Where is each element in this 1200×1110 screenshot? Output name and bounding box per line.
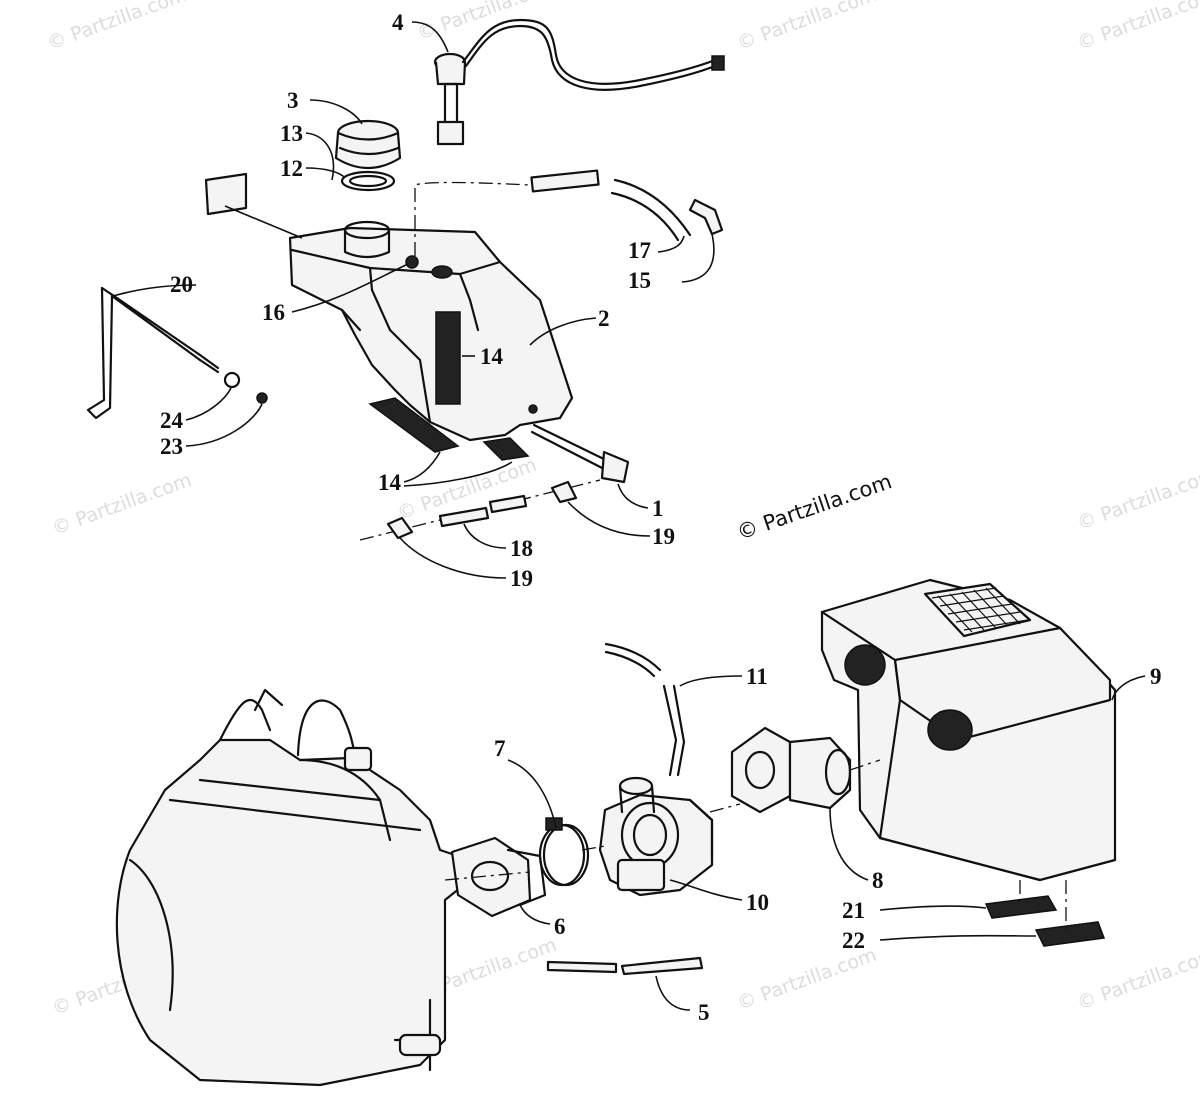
pad-centerline (1019, 880, 1067, 930)
clamp (550, 480, 578, 504)
vent-centerline (414, 181, 531, 256)
callout-1: 1 (652, 496, 664, 521)
callout-24: 24 (160, 408, 184, 433)
fuel-fitting (530, 423, 630, 484)
callout-19: 19 (510, 566, 533, 591)
mounting-pad (984, 895, 1058, 919)
decal (204, 172, 248, 216)
watermark: © Partzilla.com (44, 0, 189, 55)
fuel-gauge-sender (433, 18, 725, 146)
callout-17: 17 (628, 238, 651, 263)
fuel-line (488, 494, 528, 514)
callout-8: 8 (872, 868, 884, 893)
mounting-pad (1034, 921, 1106, 947)
callout-15: 15 (628, 268, 651, 293)
callout-labels: 1 2 3 4 5 6 7 8 9 10 11 12 13 14 14 15 1… (160, 10, 1162, 1025)
tank-strap (368, 397, 460, 453)
fuel-line (438, 506, 490, 528)
callout-2: 2 (598, 306, 610, 331)
callout-19: 19 (652, 524, 675, 549)
tank-label-strip (435, 311, 461, 405)
callout-12: 12 (280, 156, 303, 181)
hose-clamp (538, 817, 590, 887)
callout-13: 13 (280, 121, 303, 146)
clamp (386, 516, 414, 540)
watermark: © Partzilla.com (734, 0, 879, 55)
callout-4: 4 (392, 10, 404, 35)
callout-7: 7 (494, 736, 506, 761)
filler-cap (334, 119, 402, 169)
vent-hose (530, 169, 600, 193)
intake-flange (450, 836, 547, 918)
watermark: © Partzilla.com (1074, 0, 1200, 55)
watermark: © Partzilla.com (1074, 464, 1200, 535)
callout-6: 6 (554, 914, 566, 939)
callout-22: 22 (842, 928, 865, 953)
leader-lines (112, 21, 1146, 1011)
callout-11: 11 (746, 664, 768, 689)
lower-hose (546, 960, 618, 974)
callout-3: 3 (287, 88, 299, 113)
callout-20: 20 (170, 272, 193, 297)
filler-cap-gasket (340, 170, 396, 192)
carburetor (598, 776, 714, 897)
intake-centerline (444, 759, 881, 881)
callout-18: 18 (510, 536, 533, 561)
callout-16: 16 (262, 300, 285, 325)
support-rod (86, 286, 268, 420)
watermark: © Partzilla.com (1074, 944, 1200, 1015)
carb-vent-hose (604, 642, 662, 678)
watermark: © Partzilla.com (734, 944, 879, 1015)
callout-21: 21 (842, 898, 865, 923)
callout-10: 10 (746, 890, 769, 915)
watermark: © Partzilla.com (49, 469, 194, 540)
lower-hose (620, 956, 704, 976)
callout-14: 14 (378, 470, 402, 495)
vent-valve (688, 198, 724, 236)
callout-14: 14 (480, 344, 504, 369)
vent-hose-curved (610, 178, 692, 242)
copyright-notice: © Partzilla.com (734, 469, 895, 544)
engine (115, 688, 472, 1087)
callout-9: 9 (1150, 664, 1162, 689)
airbox (820, 578, 1117, 882)
fuel-tank (288, 220, 574, 442)
callout-5: 5 (698, 1000, 710, 1025)
carb-vent-hose (662, 684, 686, 777)
intake-boot (730, 726, 852, 814)
callout-23: 23 (160, 434, 183, 459)
tank-pad (482, 437, 530, 461)
